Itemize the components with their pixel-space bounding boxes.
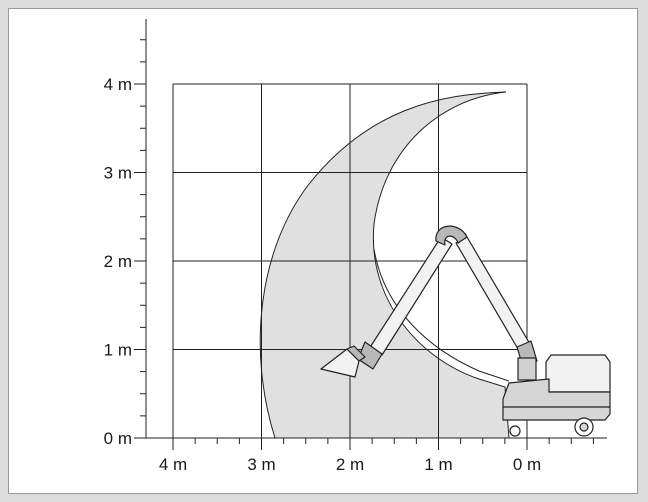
reach-diagram: 0 m 1 m 2 m 3 m 4 m 4 m 3 m 2 m 1 m 0 m bbox=[104, 19, 611, 474]
nozzle-hood-icon bbox=[320, 345, 366, 378]
inner-reach-arc bbox=[373, 248, 510, 382]
y-tick-label: 4 m bbox=[104, 75, 132, 94]
y-tick-label: 0 m bbox=[104, 429, 132, 448]
diagram-panel: 0 m 1 m 2 m 3 m 4 m 4 m 3 m 2 m 1 m 0 m bbox=[8, 8, 638, 494]
y-tick-labels: 0 m 1 m 2 m 3 m 4 m bbox=[104, 75, 132, 448]
fume-extractor-unit-icon bbox=[502, 354, 611, 437]
x-tick-label: 0 m bbox=[513, 455, 541, 474]
x-tick-labels: 4 m 3 m 2 m 1 m 0 m bbox=[159, 455, 541, 474]
y-tick-label: 1 m bbox=[104, 341, 132, 360]
axes bbox=[134, 19, 607, 450]
y-tick-label: 2 m bbox=[104, 252, 132, 271]
x-tick-label: 2 m bbox=[336, 455, 364, 474]
x-tick-label: 4 m bbox=[159, 455, 187, 474]
x-tick-label: 1 m bbox=[424, 455, 452, 474]
x-tick-label: 3 m bbox=[247, 455, 275, 474]
y-tick-label: 3 m bbox=[104, 164, 132, 183]
